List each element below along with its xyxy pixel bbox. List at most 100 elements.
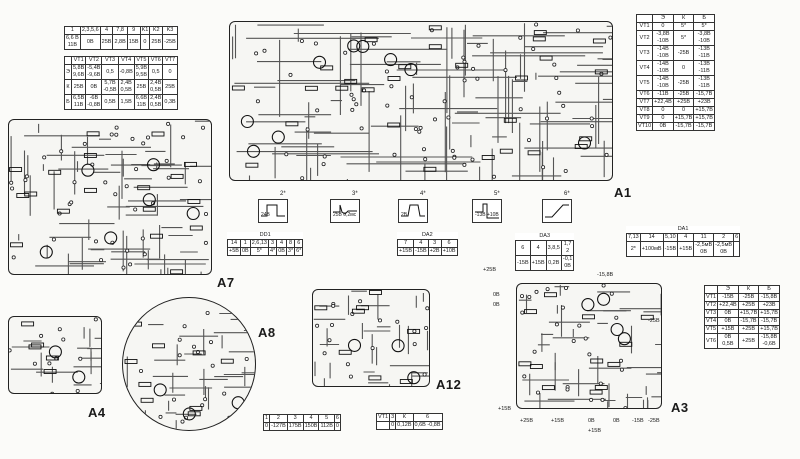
- table-cell: -0,1 0В: [560, 255, 575, 271]
- table-cell: 0,5: [148, 64, 164, 80]
- table-cell: 2,6,13: [249, 239, 269, 248]
- rail-label: +15В: [498, 406, 511, 412]
- table-cell: VT3: [635, 45, 654, 61]
- oscillogram: [330, 199, 360, 223]
- table-cell: 9: [126, 26, 141, 35]
- table-cell: Э: [652, 14, 674, 23]
- table-cell: +15В: [397, 247, 414, 256]
- table-cell: 2,4В 0,5В: [117, 79, 135, 95]
- table-cell: VT2: [85, 56, 103, 65]
- table-cell: -6В -0,8В: [85, 94, 103, 110]
- table-cell: 0В: [79, 34, 101, 50]
- rail-label: -25В: [648, 418, 660, 424]
- table-cell: K1: [139, 26, 151, 35]
- rail-label: 0В: [613, 418, 620, 424]
- table-cell: 1,7 2: [560, 240, 575, 256]
- table-cell: К: [737, 285, 760, 294]
- table-cell: 4: [677, 233, 695, 242]
- board-a4-traces: [9, 317, 101, 393]
- table-row: VT1-15В-25В-15,8В: [703, 293, 780, 302]
- table-cell: 112В: [318, 422, 335, 431]
- board-a3-traces: [518, 284, 661, 408]
- table-cell: -15,7В: [693, 90, 715, 99]
- table-cell: К: [672, 14, 695, 23]
- table-cell: +25В: [672, 98, 695, 107]
- table-cell: 1,5В: [117, 94, 135, 110]
- table-cell: 25В: [133, 79, 150, 95]
- rail-label: +25В: [520, 418, 533, 424]
- table-row: VT6-11В-25В-15,7В: [635, 90, 715, 99]
- table-cell: -3,8В -10В: [652, 30, 674, 46]
- board-a8-label: A8: [258, 325, 276, 340]
- table-cell: 7,13: [626, 233, 641, 242]
- table-cell: 7: [397, 239, 414, 248]
- table-cell: 2*: [626, 241, 641, 257]
- table-cell: VT9: [635, 114, 654, 123]
- table-cell: -11В: [652, 90, 674, 99]
- table-cell: VT3: [101, 56, 119, 65]
- table-cell: +10В: [440, 247, 458, 256]
- board-a1-traces: [231, 22, 612, 180]
- table-cell: 8: [285, 239, 296, 248]
- table-cell: VT4: [635, 60, 654, 76]
- table-cell: -15В: [662, 241, 679, 257]
- table-cell: 6: [333, 414, 341, 423]
- table-cell: 4*: [267, 247, 278, 256]
- rail-label: 0В: [493, 292, 500, 298]
- table-cell: -15,8В: [758, 293, 780, 302]
- table-cell: 2,4В 0,5В: [148, 79, 164, 95]
- table-cell: Б: [693, 14, 715, 23]
- table-cell: [733, 241, 741, 257]
- board-a12: [312, 289, 430, 387]
- table-cell: +25В: [737, 325, 760, 334]
- table-cell: 3: [427, 239, 442, 248]
- table-cell: 7,8: [112, 26, 128, 35]
- table-cell: 6*: [294, 247, 304, 256]
- rail-label: +15В: [551, 418, 564, 424]
- table-cell: VT6: [635, 90, 654, 99]
- table-cell: -3,8В -10В: [693, 30, 715, 46]
- table-cell: 5,7В -0,5В: [101, 79, 119, 95]
- table-cell: VT8: [635, 106, 654, 115]
- rail-label: -15В: [632, 418, 644, 424]
- table-cell: 25В: [99, 34, 114, 50]
- table-cell: VT1: [375, 413, 391, 422]
- table-cell: 6: [412, 413, 443, 422]
- table-cell: 0,5В: [101, 94, 119, 110]
- oscillogram-value: 24В: [261, 212, 270, 218]
- oscillogram-value: -13В +10В: [475, 212, 499, 218]
- table-cell: 6: [515, 240, 531, 256]
- oscillogram: [398, 199, 428, 223]
- table-cell: 6: [294, 239, 304, 248]
- table-cell: 5*: [672, 22, 695, 31]
- table-cell: VT4: [703, 317, 719, 326]
- table-cell: 5,9В 9,5В: [133, 64, 150, 80]
- table-cell: +23В: [693, 98, 715, 107]
- table-cell: 5,8В 9,6В: [70, 64, 87, 80]
- table-cell: VT3: [703, 309, 719, 318]
- table-cell: VT4: [117, 56, 135, 65]
- table-cell: VT1: [70, 56, 87, 65]
- oscillogram: [542, 199, 572, 223]
- oscillogram: [472, 199, 502, 223]
- table-cell: 0,12В: [395, 421, 414, 430]
- oscillogram-tag: 2*: [280, 191, 286, 197]
- table-cell: 5,10: [662, 233, 679, 242]
- table-cell: -15В: [515, 255, 531, 271]
- table-cell: +15,7В: [672, 114, 695, 123]
- table-cell: 2,4В 0,5В: [148, 94, 164, 110]
- table-cell: +15,7В: [758, 325, 780, 334]
- table-cell: VT7: [162, 56, 178, 65]
- table-cell: 25В: [162, 79, 178, 95]
- table-cell: [635, 14, 654, 23]
